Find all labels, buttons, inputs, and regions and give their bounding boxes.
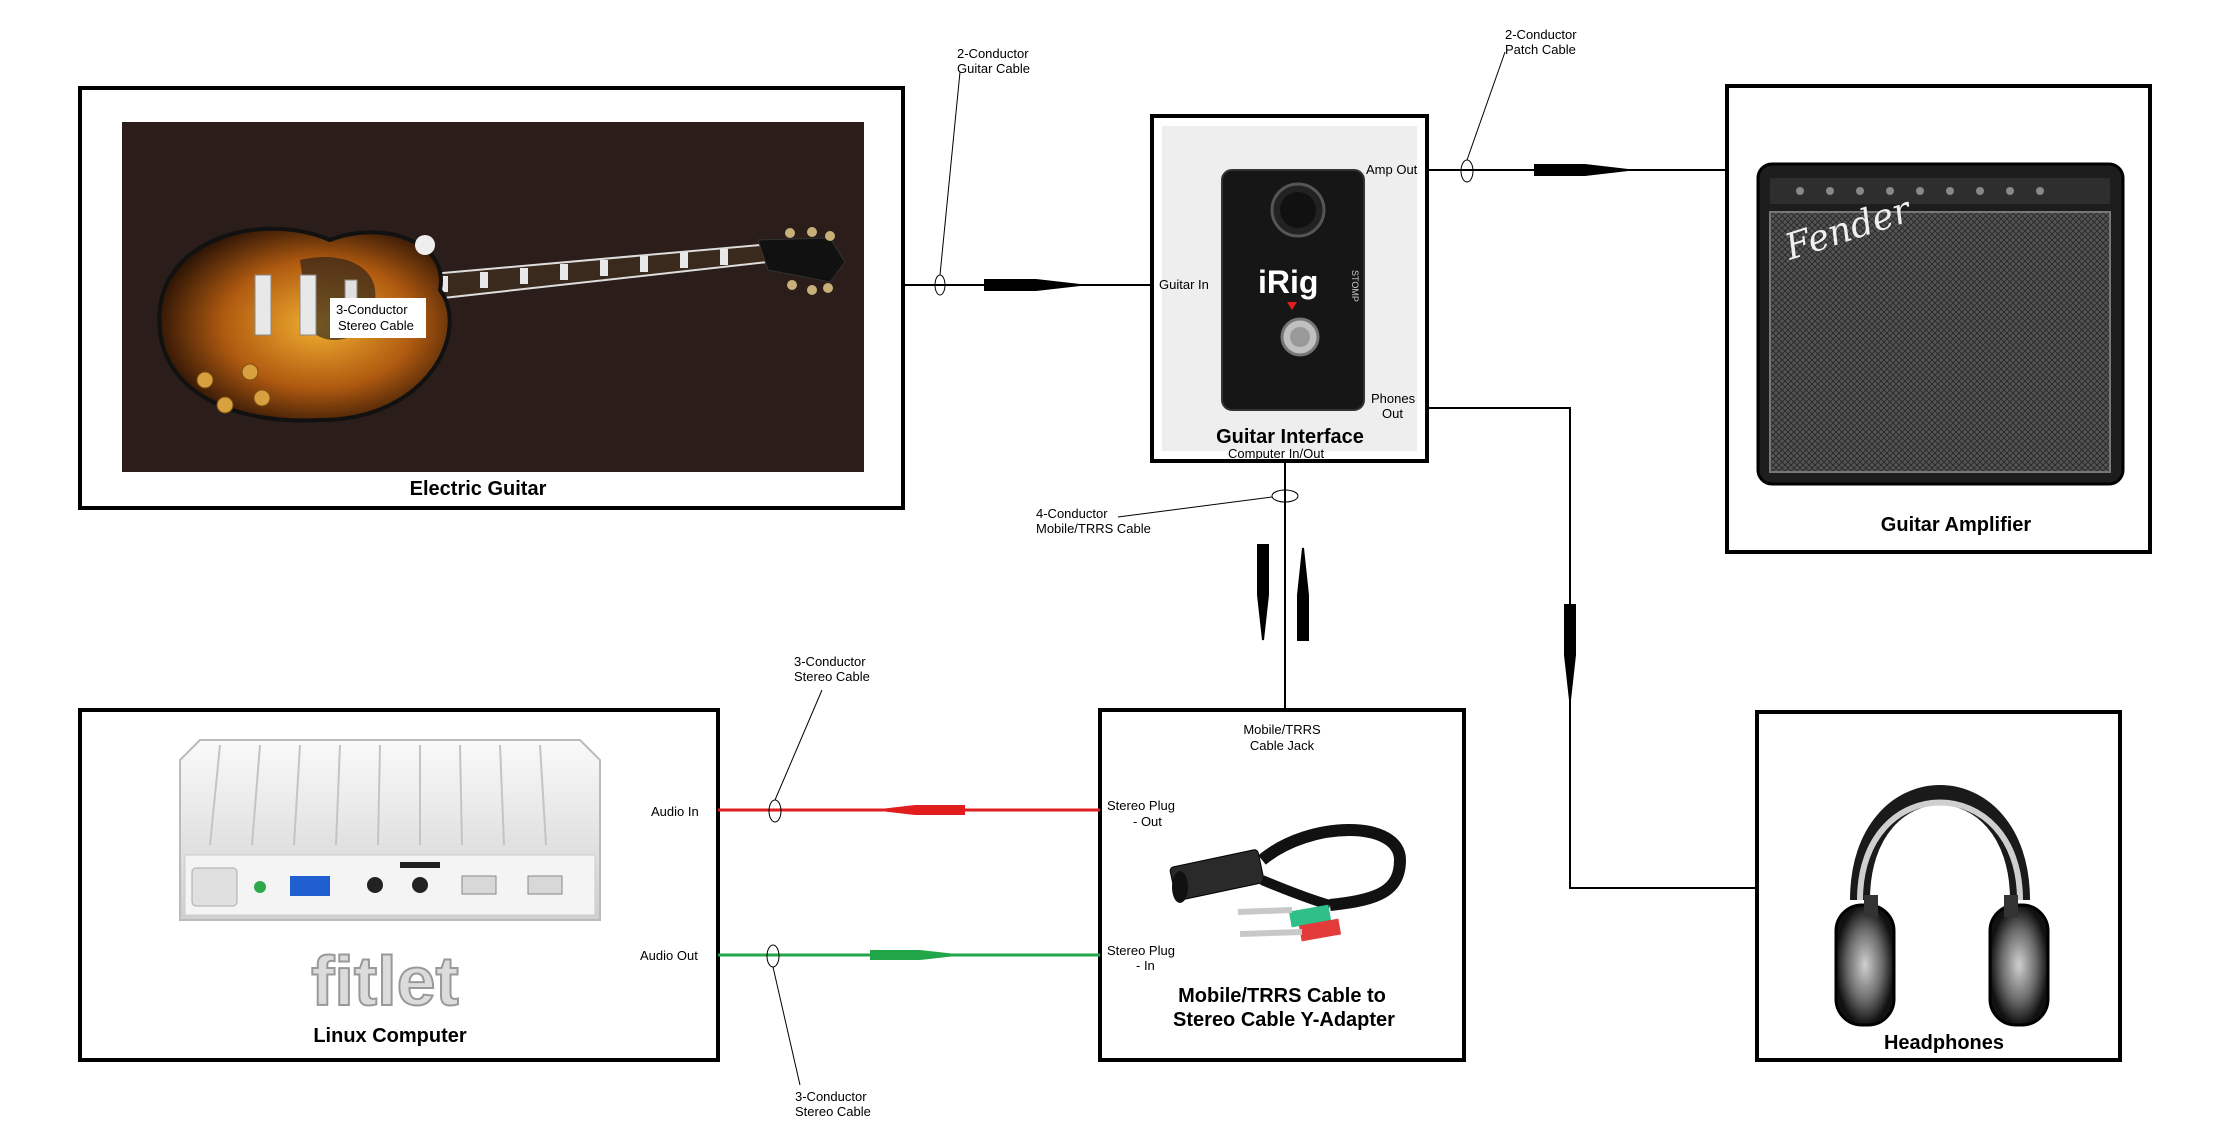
irig-model: STOMP <box>1350 270 1360 302</box>
guitar-inner-label-2: Stereo Cable <box>338 318 414 333</box>
electric-guitar-box: 3-Conductor Stereo Cable Electric Guitar <box>78 86 905 510</box>
y-adapter-jack-label-1: Mobile/TRRS <box>1243 722 1321 737</box>
trrs-cable-label-1: 4-Conductor <box>1036 506 1108 521</box>
guitar-cable-label-2: Guitar Cable <box>957 61 1030 76</box>
port-phones-out-label-2: Out <box>1382 406 1403 421</box>
guitar-inner-label-1: 3-Conductor <box>336 302 408 317</box>
trrs-cable-line <box>1257 461 1309 710</box>
guitar-interface-box: iRig STOMP Guitar Interface <box>1150 114 1429 463</box>
port-audio-out-label: Audio Out <box>640 948 698 963</box>
guitar-amplifier-box: Fender Guitar Amplifier <box>1725 84 2152 554</box>
port-amp-out-label: Amp Out <box>1366 162 1418 177</box>
stereo-in-label-2: Stereo Cable <box>794 669 870 684</box>
trrs-cable-label-2: Mobile/TRRS Cable <box>1036 521 1151 536</box>
linux-computer-title: Linux Computer <box>313 1025 467 1047</box>
irig-brand: iRig <box>1258 264 1318 300</box>
stereo-out-callout <box>766 944 801 1086</box>
patch-cable-label-2: Patch Cable <box>1505 42 1576 57</box>
patch-cable-line <box>1427 164 1727 176</box>
headphones-title: Headphones <box>1884 1032 2004 1054</box>
stereo-in-callout <box>768 689 823 823</box>
port-phones-out-label-1: Phones <box>1371 391 1416 406</box>
amplifier-icon <box>1756 162 2125 486</box>
stereo-in-label-1: 3-Conductor <box>794 654 866 669</box>
plug-in-label-2: - In <box>1136 958 1155 973</box>
y-adapter-title-1: Mobile/TRRS Cable to <box>1178 985 1386 1007</box>
port-audio-in-label: Audio In <box>651 804 699 819</box>
guitar-cable-callout <box>934 71 961 296</box>
fitlet-logo: fitlet <box>311 942 459 1020</box>
irig-stomp-icon <box>1221 169 1365 411</box>
linux-computer-box: fitlet Linux Computer <box>78 708 720 1062</box>
plug-in-label-1: Stereo Plug <box>1107 943 1175 958</box>
guitar-cable-line <box>903 279 1152 291</box>
port-computer-label: Computer In/Out <box>1228 446 1324 461</box>
phones-cable-line <box>1427 407 1757 889</box>
patch-cable-callout <box>1460 51 1506 183</box>
y-adapter-icon <box>1169 824 1407 942</box>
headphones-box: Headphones <box>1755 710 2122 1062</box>
guitar-interface-title: Guitar Interface <box>1216 426 1364 448</box>
y-adapter-jack-label-2: Cable Jack <box>1250 738 1315 753</box>
port-guitar-in-label: Guitar In <box>1159 277 1209 292</box>
headphones-icon <box>1834 785 2050 1027</box>
plug-out-label-1: Stereo Plug <box>1107 798 1175 813</box>
stereo-out-label-1: 3-Conductor <box>795 1089 867 1104</box>
stereo-out-label-2: Stereo Cable <box>795 1104 871 1119</box>
y-adapter-title-2: Stereo Cable Y-Adapter <box>1173 1009 1395 1031</box>
fitlet-computer-icon <box>179 739 601 921</box>
electric-guitar-title: Electric Guitar <box>410 478 547 500</box>
plug-out-label-2: - Out <box>1133 814 1162 829</box>
audio-out-line <box>718 950 1100 960</box>
patch-cable-label-1: 2-Conductor <box>1505 27 1577 42</box>
y-adapter-box: Mobile/TRRS Cable to Stereo Cable Y-Adap… <box>1098 708 1466 1062</box>
guitar-amplifier-title: Guitar Amplifier <box>1881 514 2032 536</box>
audio-in-line <box>718 805 1100 815</box>
guitar-cable-label-1: 2-Conductor <box>957 46 1029 61</box>
trrs-cable-callout <box>1117 489 1299 518</box>
